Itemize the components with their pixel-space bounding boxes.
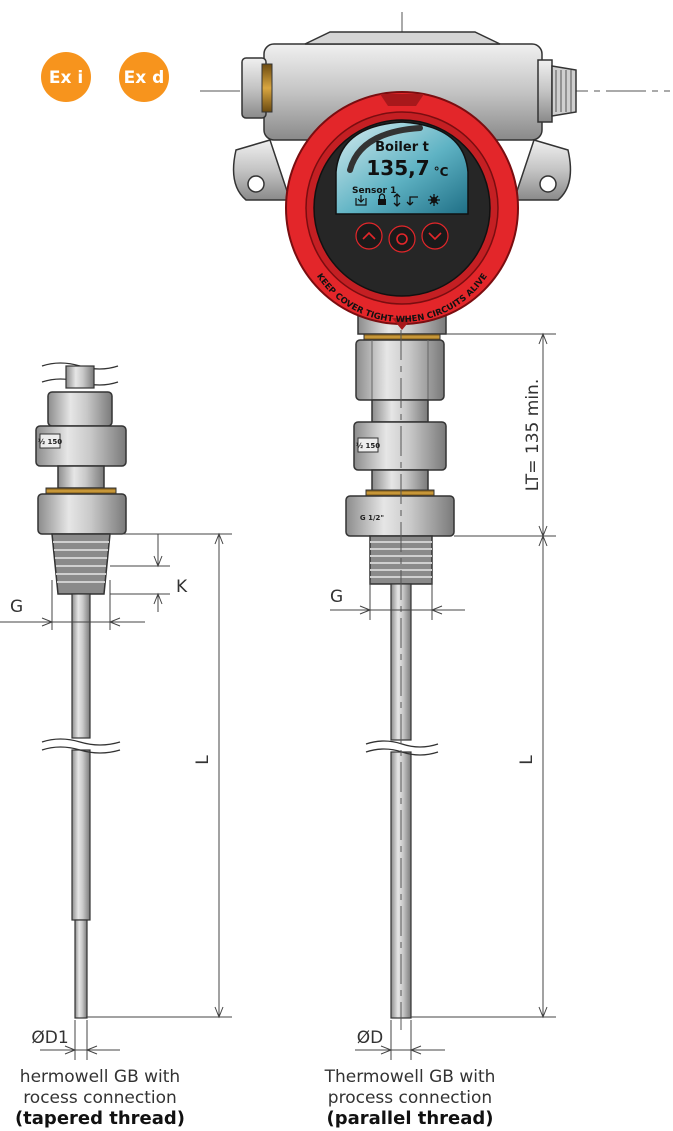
left-caption: hermowell GB with rocess connection (tap… bbox=[15, 1067, 185, 1129]
chevron-down-icon bbox=[428, 232, 442, 241]
up-button[interactable] bbox=[355, 222, 383, 250]
ok-button[interactable] bbox=[388, 225, 416, 253]
lcd-unit: °C bbox=[434, 165, 449, 179]
right-thread-mark: G 1/2" bbox=[360, 514, 384, 522]
lcd-screen: Boiler t 135,7 °C Sensor 1 bbox=[335, 121, 469, 215]
down-button[interactable] bbox=[421, 222, 449, 250]
left-caption-line-1: hermowell GB with bbox=[20, 1067, 180, 1087]
keypad bbox=[355, 222, 449, 253]
right-stem bbox=[365, 330, 439, 1030]
arrows-icon bbox=[393, 193, 401, 207]
lcd-value: 135,7 bbox=[366, 156, 429, 180]
left-l-label: L bbox=[193, 755, 213, 765]
left-g-label: G bbox=[10, 597, 23, 617]
right-caption: Thermowell GB with process connection (p… bbox=[324, 1067, 496, 1129]
right-caption-line-2: process connection bbox=[328, 1088, 492, 1108]
lcd-title: Boiler t bbox=[375, 140, 429, 155]
ex-d-badge: Ex d bbox=[119, 52, 169, 102]
ex-d-label: Ex d bbox=[124, 68, 165, 88]
lcd-sensor: Sensor 1 bbox=[352, 186, 396, 196]
left-fittings: ½ 150 bbox=[35, 362, 127, 595]
right-fitting-size: ½ 150 bbox=[356, 442, 380, 450]
left-d-label: ØD1 bbox=[31, 1028, 68, 1048]
left-caption-line-2: rocess connection bbox=[23, 1088, 177, 1108]
right-caption-line-3: (parallel thread) bbox=[326, 1108, 493, 1129]
dimension-lines bbox=[0, 332, 556, 1060]
ok-circle-icon bbox=[396, 233, 408, 245]
ex-i-label: Ex i bbox=[49, 68, 83, 88]
right-l-label: L bbox=[517, 755, 537, 765]
right-lt-label: LT= 135 min. bbox=[523, 379, 543, 491]
left-fitting-size: ½ 150 bbox=[38, 438, 62, 446]
download-icon bbox=[355, 195, 367, 206]
right-fittings: ½ 150 G 1/2" bbox=[345, 333, 455, 585]
left-k-label: K bbox=[176, 577, 188, 597]
right-d-label: ØD bbox=[357, 1028, 383, 1048]
chevron-up-icon bbox=[362, 231, 376, 240]
left-stem bbox=[41, 593, 121, 1019]
right-g-label: G bbox=[330, 587, 343, 607]
return-icon bbox=[406, 196, 418, 206]
ex-i-badge: Ex i bbox=[41, 52, 91, 102]
sun-icon bbox=[428, 194, 440, 206]
lock-icon bbox=[378, 193, 386, 205]
right-caption-line-1: Thermowell GB with bbox=[324, 1067, 496, 1087]
left-caption-line-3: (tapered thread) bbox=[15, 1108, 185, 1129]
